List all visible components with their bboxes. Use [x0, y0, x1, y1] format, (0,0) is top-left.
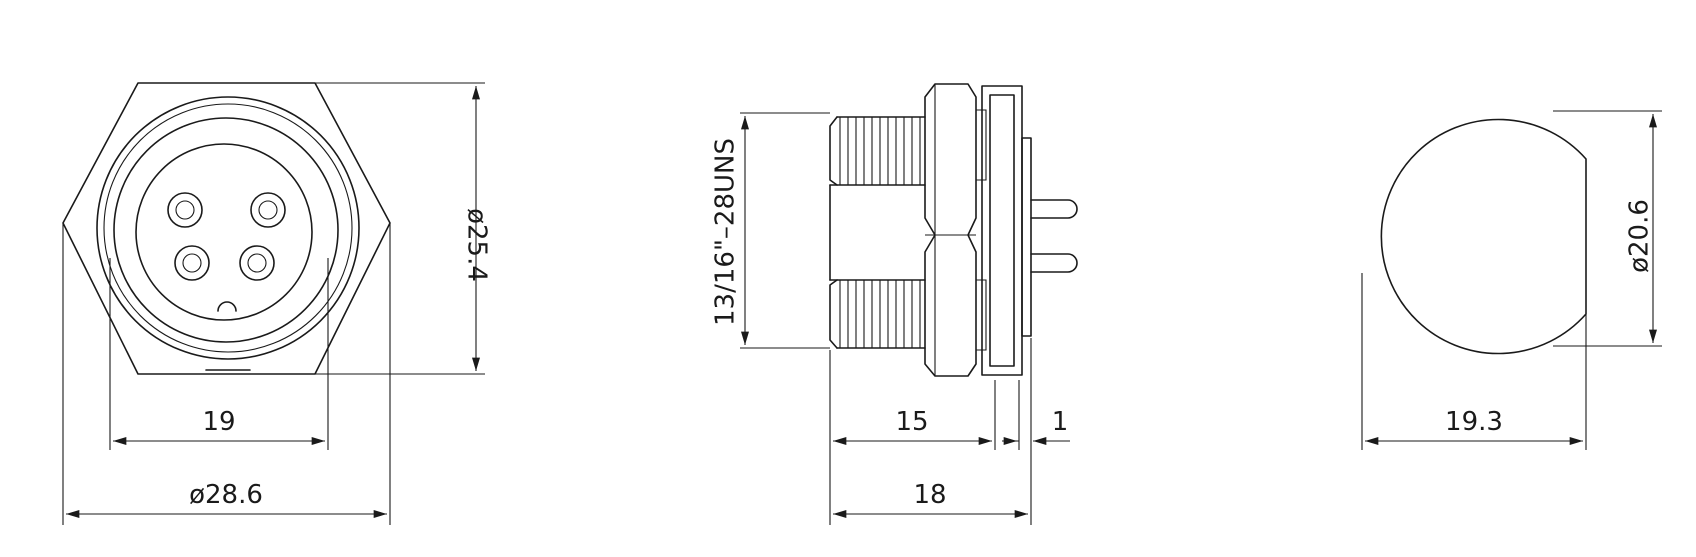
contact-pins: [167, 192, 286, 281]
contact-3-hole: [182, 253, 202, 273]
dim-hex-body-diameter: ø25.4: [462, 208, 492, 282]
dim-cutout-width: 19.3: [1445, 407, 1503, 437]
side-flange: [981, 85, 1023, 376]
thread-left-top: [829, 116, 838, 186]
cutout-view: ø20.6 19.3: [1361, 110, 1662, 450]
front-view: ø25.4 19 ø28.6: [62, 82, 492, 525]
outer-ring: [96, 96, 360, 360]
outer-ring-inner: [103, 103, 353, 353]
side-view: 13/16"–28UNS 15 1 18: [711, 83, 1078, 525]
contact-3: [174, 245, 210, 281]
side-hex-nut: [924, 83, 977, 377]
insert-face: [135, 143, 313, 321]
dim-flange-diameter: ø28.6: [189, 480, 263, 510]
dim-body-length: 15: [895, 407, 928, 437]
thread-teeth-top: [839, 117, 921, 185]
side-flange-inner: [989, 94, 1015, 367]
side-pin-1: [1030, 199, 1078, 219]
dim-flat-diameter: ø20.6: [1625, 199, 1655, 273]
contact-1: [167, 192, 203, 228]
side-rear-insert: [1021, 137, 1032, 337]
contact-1-hole: [175, 200, 195, 220]
contact-2-hole: [258, 200, 278, 220]
keying-notch: [217, 301, 237, 312]
hex-nut-outline: [62, 82, 391, 375]
dim-thread-spec: 13/16"–28UNS: [711, 138, 741, 326]
socket-shell: [113, 117, 339, 343]
dim-thread-width: 19: [202, 407, 235, 437]
contact-4-hole: [247, 253, 267, 273]
dim-total-length: 18: [913, 480, 946, 510]
contact-4: [239, 245, 275, 281]
thread-left-bottom: [829, 279, 838, 349]
contact-2: [250, 192, 286, 228]
side-thread-gap: [976, 109, 987, 351]
side-pin-2: [1030, 253, 1078, 273]
dim-flange-thickness: 1: [1052, 407, 1069, 437]
thread-teeth-bottom: [839, 280, 921, 348]
panel-cutout-outline: [1380, 118, 1587, 355]
